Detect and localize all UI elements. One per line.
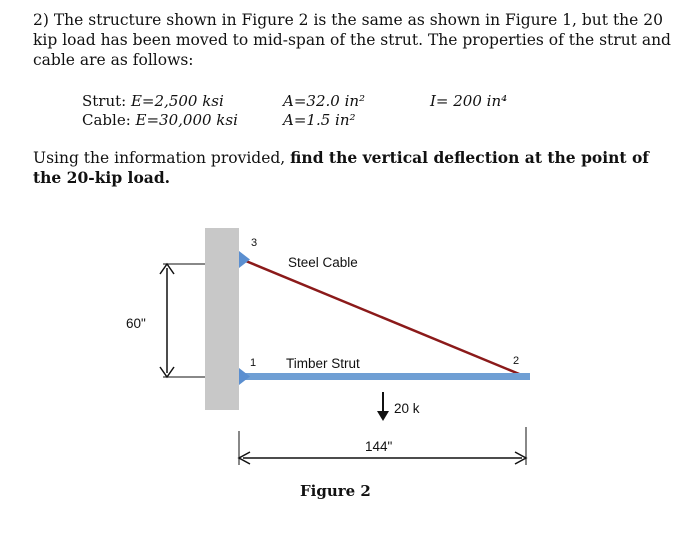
properties-areas: A=32.0 in² A=1.5 in²	[283, 92, 365, 130]
instruction-bold: find the vertical deflection at the poin…	[33, 148, 649, 187]
properties-labels: Strut: E=2,500 ksi Cable: E=30,000 ksi	[82, 92, 238, 130]
cable-row: Cable: E=30,000 ksi	[82, 111, 238, 130]
cable-label: Cable:	[82, 111, 136, 129]
cable-modulus: E=30,000 ksi	[135, 111, 238, 129]
load-label: 20 k	[394, 401, 420, 416]
cable-area: A=1.5 in²	[283, 111, 356, 129]
pin-node-3	[239, 251, 250, 268]
cable-name-label: Steel Cable	[288, 255, 358, 270]
span-arrow-right-icon	[514, 451, 528, 465]
instruction-prefix: Using the information provided,	[33, 149, 291, 167]
span-arrow-left-icon	[237, 451, 251, 465]
strut-inertia: I= 200 in⁴	[430, 92, 508, 110]
dim-arrow-up-icon	[159, 262, 175, 275]
steel-cable	[240, 257, 525, 378]
span-dimension-label: 144"	[365, 439, 393, 454]
height-dimension-label: 60"	[126, 316, 146, 331]
wall-support	[205, 228, 239, 410]
timber-strut	[239, 373, 530, 380]
node-3-label: 3	[251, 237, 257, 249]
pin-node-1	[239, 368, 250, 385]
load-arrow-icon	[377, 411, 389, 421]
node-2-label: 2	[513, 355, 519, 367]
strut-modulus: E=2,500 ksi	[130, 92, 224, 110]
dim-arrow-down-icon	[159, 366, 175, 379]
strut-label: Strut:	[82, 92, 131, 110]
instruction: Using the information provided, find the…	[33, 148, 673, 188]
properties-inertia: I= 200 in⁴	[430, 92, 507, 111]
strut-row: Strut: E=2,500 ksi	[82, 92, 238, 111]
strut-name-label: Timber Strut	[286, 356, 360, 371]
problem-statement: 2) The structure shown in Figure 2 is th…	[33, 11, 671, 69]
strut-area: A=32.0 in²	[283, 92, 366, 110]
node-1-label: 1	[250, 357, 256, 369]
figure-caption: Figure 2	[300, 482, 371, 500]
